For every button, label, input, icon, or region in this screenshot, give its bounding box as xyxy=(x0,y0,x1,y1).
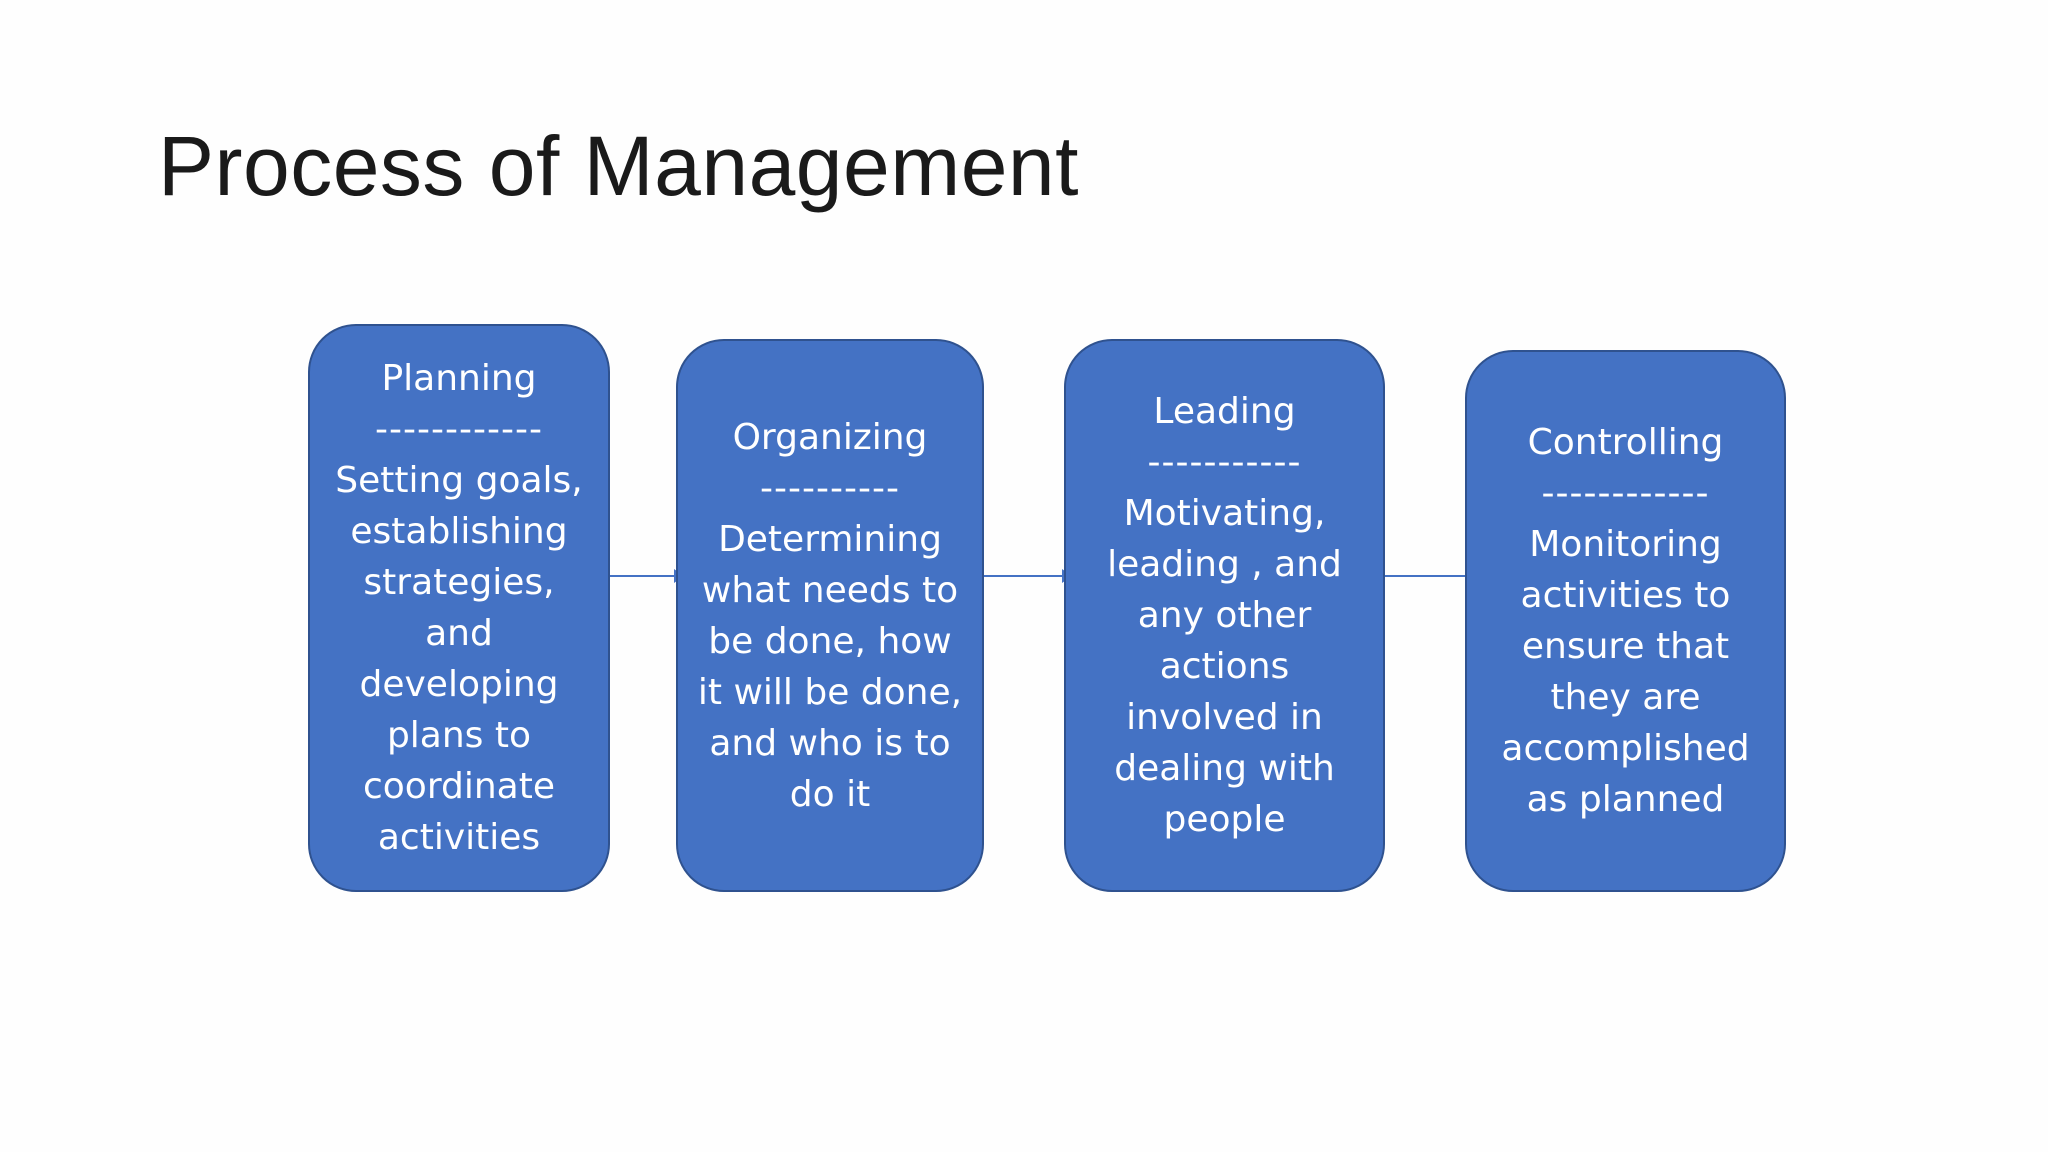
step-box-planning: Planning ------------ Setting goals, est… xyxy=(308,324,610,892)
step-description: Determining what needs to be done, how i… xyxy=(697,518,963,815)
slide-title: Process of Management xyxy=(158,119,1079,213)
step-description: Monitoring activities to ensure that the… xyxy=(1501,524,1750,820)
step-heading: Organizing xyxy=(732,416,928,458)
step-separator: ------------ xyxy=(1541,473,1710,514)
step-heading: Planning xyxy=(381,358,537,399)
step-box-organizing: Organizing ---------- Determining what n… xyxy=(676,339,984,892)
step-description: Setting goals, establishing strategies, … xyxy=(335,460,583,858)
step-separator: ------------ xyxy=(375,409,543,450)
step-separator: ---------- xyxy=(760,467,900,509)
step-separator: ----------- xyxy=(1147,442,1302,483)
arrow-connector xyxy=(610,569,684,583)
step-box-leading: Leading ----------- Motivating, leading … xyxy=(1064,339,1385,892)
step-heading: Controlling xyxy=(1527,422,1724,463)
step-heading: Leading xyxy=(1153,391,1296,432)
line-connector xyxy=(1385,575,1465,577)
step-box-controlling: Controlling ------------ Monitoring acti… xyxy=(1465,350,1786,892)
step-description: Motivating, leading , and any other acti… xyxy=(1107,493,1342,840)
arrow-connector xyxy=(984,569,1072,583)
